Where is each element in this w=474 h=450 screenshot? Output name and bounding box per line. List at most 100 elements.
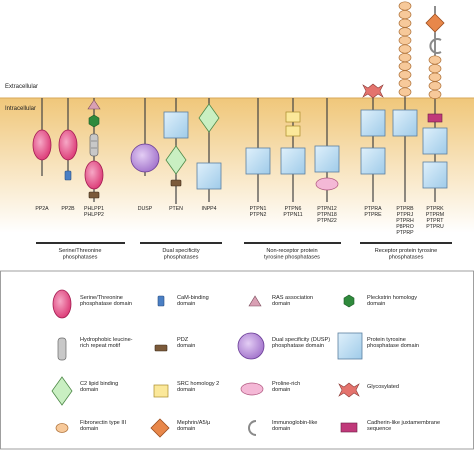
pdz-domain-icon [88, 191, 100, 199]
legend-label: Glycosylated [367, 384, 399, 390]
protein-ptprk [422, 6, 448, 202]
fibronectin-repeats [428, 55, 442, 99]
proline-rich-domain-icon [315, 177, 339, 191]
protein-label-inpp4: INPP4 [202, 206, 217, 212]
mephrin-a5-mu-domain-icon [150, 418, 170, 438]
protein-tyrosine-phosphatase-domain-icon [360, 109, 386, 137]
cadherin-like-juxtamembrane-icon [340, 422, 358, 433]
legend-icons [51, 289, 363, 438]
fibronectin-type-iii-domain-icon [398, 27, 412, 37]
fibronectin-type-iii-domain-icon [398, 1, 412, 11]
c2-lipid-binding-domain-icon [198, 103, 220, 133]
fibronectin-type-iii-domain-icon [398, 70, 412, 80]
protein-tyrosine-phosphatase-domain-icon [314, 145, 340, 173]
ras-association-domain-icon [87, 99, 101, 110]
fibronectin-type-iii-domain-icon [398, 18, 412, 28]
extracellular-label: Extracellular [5, 84, 38, 90]
fibronectin-repeats [398, 1, 412, 97]
leucine-rich-repeat-icon [89, 133, 99, 157]
fibronectin-type-iii-domain-icon [55, 423, 69, 433]
protein-ptpn6 [280, 98, 306, 202]
ser-thr-phosphatase-domain-icon [58, 129, 78, 161]
fibronectin-type-iii-domain-icon [398, 35, 412, 45]
ser-thr-phosphatase-domain-icon [84, 160, 104, 190]
protein-tyrosine-phosphatase-domain-icon [163, 111, 189, 139]
protein-ptpra [360, 83, 386, 202]
protein-label-pp2b: PP2B [61, 206, 75, 212]
cadherin-like-juxtamembrane-icon [427, 113, 443, 123]
pdz-domain-icon [154, 344, 168, 352]
fibronectin-type-iii-domain-icon [398, 61, 412, 71]
protein-tyrosine-phosphatase-domain-icon [337, 332, 363, 360]
protein-tyrosine-phosphatase-domain-icon [422, 127, 448, 155]
protein-pp2b [58, 98, 78, 181]
cam-binding-domain-icon [64, 170, 72, 181]
pleckstrin-homology-domain-icon [343, 294, 355, 308]
src-homology-2-domain-icon [285, 111, 301, 123]
leucine-rich-repeat-icon [57, 337, 67, 361]
immunoglobin-like-domain-icon [248, 420, 257, 436]
fibronectin-type-iii-domain-icon [398, 10, 412, 20]
protein-tyrosine-phosphatase-domain-icon [422, 161, 448, 189]
glycosylated-icon [338, 382, 360, 398]
protein-ptpn1 [245, 98, 271, 202]
c2-lipid-binding-domain-icon [51, 376, 73, 406]
fibronectin-type-iii-domain-icon [428, 81, 442, 91]
fibronectin-type-iii-domain-icon [398, 87, 412, 97]
dusp-phosphatase-domain-icon [237, 332, 265, 360]
fibronectin-type-iii-domain-icon [428, 72, 442, 82]
dusp-phosphatase-domain-icon [130, 143, 160, 173]
c2-lipid-binding-domain-icon [165, 145, 187, 175]
cam-binding-domain-icon [157, 295, 165, 307]
fibronectin-type-iii-domain-icon [428, 89, 442, 99]
protein-dusp [130, 98, 160, 176]
immunoglobin-like-domain-icon [429, 38, 442, 54]
protein-tyrosine-phosphatase-domain-icon [360, 147, 386, 175]
protein-tyrosine-phosphatase-domain-icon [392, 109, 418, 137]
pleckstrin-homology-domain-icon [88, 114, 100, 128]
protein-label-dusp: DUSP [138, 206, 153, 212]
protein-tyrosine-phosphatase-domain-icon [245, 147, 271, 175]
glycosylated-icon [362, 83, 384, 99]
fibronectin-type-iii-domain-icon [428, 55, 442, 65]
proline-rich-domain-icon [240, 382, 264, 396]
legend-label: Dual specificity (DUSP)phosphatase domai… [272, 337, 330, 349]
mephrin-a5-mu-domain-icon [425, 13, 445, 33]
fibronectin-type-iii-domain-icon [398, 44, 412, 54]
protein-phlpp [84, 98, 104, 202]
ser-thr-phosphatase-domain-icon [52, 289, 72, 319]
protein-pp2a [32, 98, 52, 176]
src-homology-2-domain-icon [153, 384, 169, 398]
protein-pten [163, 98, 189, 204]
protein-label-pten: PTEN [169, 206, 183, 212]
protein-label-pp2a: PP2A [35, 206, 49, 212]
ser-thr-phosphatase-domain-icon [32, 129, 52, 161]
protein-ptpn12 [314, 98, 340, 202]
protein-tyrosine-phosphatase-domain-icon [280, 147, 306, 175]
